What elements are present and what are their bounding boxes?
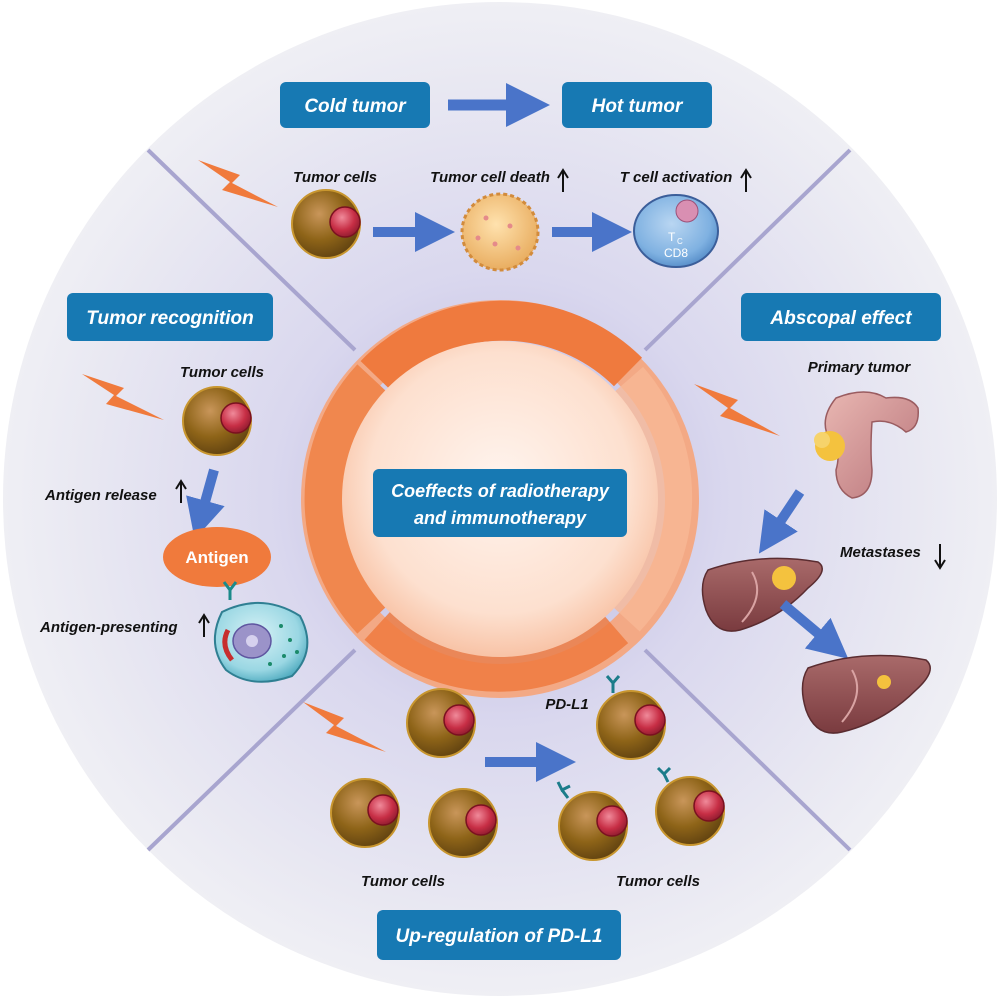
antigen-label: Antigen [185, 548, 248, 567]
pd-l1-upregulation-label: Up-regulation of PD-L1 [396, 926, 603, 947]
pd-l1-upregulation-box [377, 910, 621, 960]
bottom-left-tumor-cell-right [428, 788, 498, 858]
center-title-box [373, 469, 627, 537]
metastases-label: Metastases [840, 544, 921, 561]
dead-tumor-cell [460, 192, 540, 272]
ring-arc-right [610, 366, 693, 632]
t-cell: T C CD8 [633, 194, 719, 268]
metastases-down-arrow-icon [934, 544, 946, 570]
antigen-presenting-up-arrow-icon [198, 613, 210, 637]
center-title-line2: and immunotherapy [414, 508, 587, 528]
divider-line-bottom-left [146, 648, 357, 852]
divider-line-bottom-right [643, 648, 852, 852]
colon-illustration [814, 391, 919, 499]
divider-line-top-right [643, 148, 852, 352]
top-tumor-cells-label: Tumor cells [293, 169, 377, 186]
t-cell-tc-label: T [668, 230, 676, 244]
left-down-arrow [186, 468, 225, 540]
hot-tumor-box [562, 82, 712, 128]
cold-tumor-box [280, 82, 430, 128]
left-radiation-bolt-icon [82, 374, 164, 420]
right-down-arrow-2 [779, 600, 849, 659]
pd-l1-label: PD-L1 [545, 696, 588, 713]
left-tumor-cell [182, 386, 252, 456]
pd-l1-receptor-icon-2 [556, 781, 571, 799]
tumor-recognition-box [67, 293, 273, 341]
bottom-left-tumor-cell-left [330, 778, 400, 848]
ring-arc-bottom [364, 610, 629, 692]
cold-tumor-label: Cold tumor [304, 96, 407, 117]
center-title-line1: Coeffects of radiotherapy [391, 481, 610, 501]
abscopal-effect-label: Abscopal effect [769, 308, 912, 329]
t-cell-cd8-label: CD8 [664, 246, 688, 260]
hot-tumor-label: Hot tumor [592, 96, 684, 117]
left-tumor-cells-label: Tumor cells [180, 364, 264, 381]
pd-l1-receptor-icon-1 [605, 675, 621, 693]
tumor-cell-death-up-arrow-icon [557, 168, 569, 192]
tumor-recognition-label: Tumor recognition [86, 308, 253, 329]
tumor-cell-death-label: Tumor cell death [430, 169, 550, 186]
antigen-presenting-cell [213, 602, 309, 683]
divider-line-top-left [146, 148, 357, 352]
bottom-tumor-cells-left-label: Tumor cells [361, 873, 445, 890]
pd-l1-receptor-icon-3 [656, 766, 672, 783]
right-down-arrow-1 [758, 489, 805, 554]
bottom-right-tumor-cell-top [596, 690, 666, 760]
t-cell-activation-up-arrow-icon [740, 168, 752, 192]
bottom-right-tumor-cell-left [558, 791, 628, 861]
bottom-tumor-cells-right-label: Tumor cells [616, 873, 700, 890]
bottom-radiation-bolt-icon [303, 702, 386, 752]
liver-illustration-2 [801, 654, 931, 734]
t-cell-tc-subscript: C [677, 237, 683, 246]
ring-arc-top [360, 300, 643, 390]
primary-tumor-label: Primary tumor [808, 359, 912, 376]
right-radiation-bolt-icon [694, 384, 780, 436]
bottom-left-tumor-cell-top [406, 688, 476, 758]
receptor-icon [222, 581, 238, 600]
bottom-right-tumor-cell-right [655, 776, 725, 846]
antigen-presenting-label: Antigen-presenting [39, 619, 178, 636]
ring-arc-left [304, 364, 387, 634]
t-cell-activation-label: T cell activation [620, 169, 733, 186]
antigen-release-up-arrow-icon [175, 479, 187, 503]
radiation-bolt-icon [198, 160, 278, 207]
abscopal-effect-box [741, 293, 941, 341]
antigen-release-label: Antigen release [44, 487, 157, 504]
antigen-blob: Antigen [163, 527, 271, 587]
top-tumor-cell [291, 189, 361, 259]
